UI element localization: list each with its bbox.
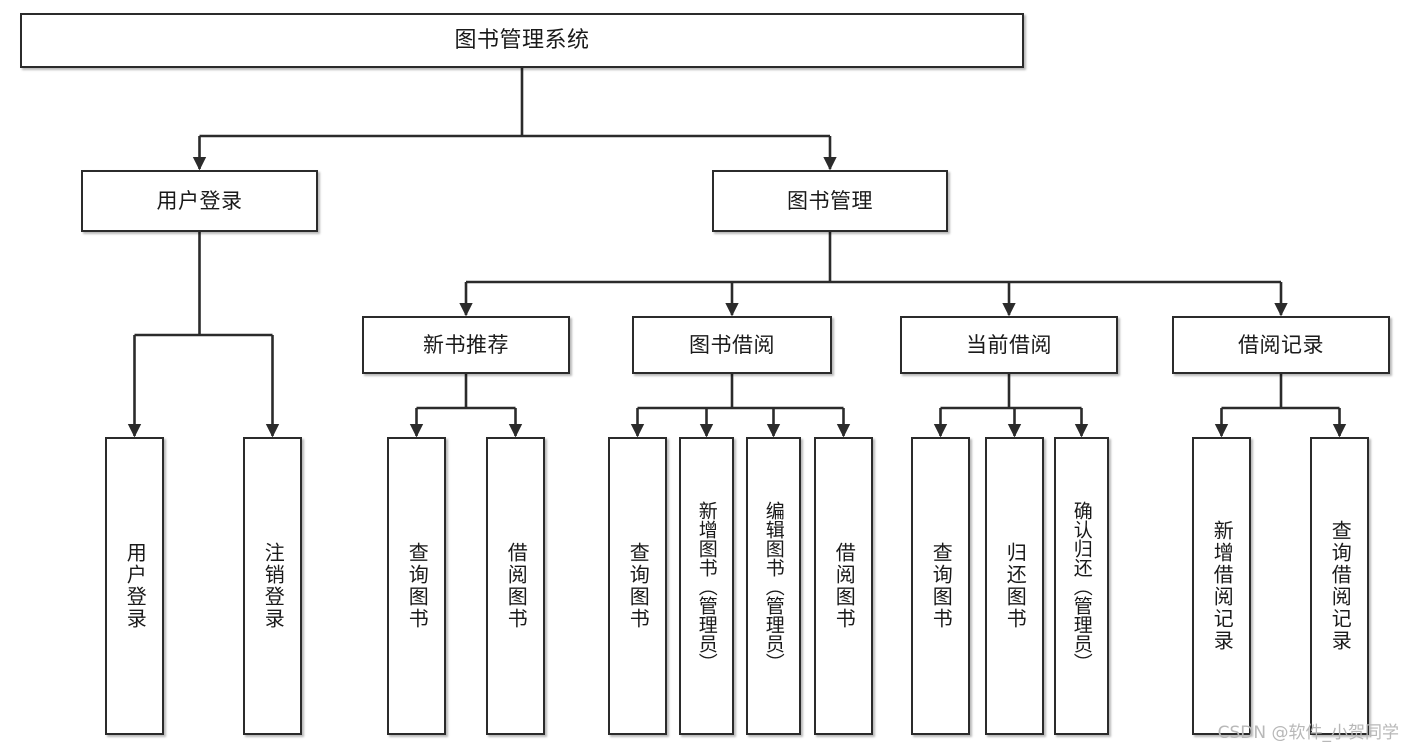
leaf-logout[interactable]: 注销登录 <box>243 437 302 735</box>
leaf-return-book-label: 归还图书 <box>1003 542 1028 630</box>
leaf-add-book[interactable]: 新增图书（管理员） <box>679 437 734 735</box>
leaf-query-borrow-record-label: 查询借阅记录 <box>1328 520 1353 652</box>
watermark: CSDN @软件_小贺同学 <box>1217 723 1399 743</box>
node-root-label: 图书管理系统 <box>454 27 590 53</box>
leaf-edit-book[interactable]: 编辑图书（管理员） <box>746 437 801 735</box>
leaf-query-book-2[interactable]: 查询图书 <box>608 437 667 735</box>
node-root[interactable]: 图书管理系统 <box>20 13 1024 68</box>
leaf-borrow-book-2[interactable]: 借阅图书 <box>814 437 873 735</box>
node-book-management[interactable]: 图书管理 <box>712 170 948 232</box>
node-book-borrow[interactable]: 图书借阅 <box>632 316 832 374</box>
node-new-book-recommend[interactable]: 新书推荐 <box>362 316 570 374</box>
leaf-query-borrow-record[interactable]: 查询借阅记录 <box>1310 437 1369 735</box>
node-current-borrow[interactable]: 当前借阅 <box>900 316 1118 374</box>
node-current-borrow-label: 当前借阅 <box>966 332 1052 357</box>
node-book-borrow-label: 图书借阅 <box>689 332 775 357</box>
leaf-logout-label: 注销登录 <box>261 542 286 630</box>
node-user-login[interactable]: 用户登录 <box>81 170 318 232</box>
leaf-query-book-1-label: 查询图书 <box>405 542 430 630</box>
leaf-query-book-3[interactable]: 查询图书 <box>911 437 970 735</box>
node-borrow-record-label: 借阅记录 <box>1238 332 1324 357</box>
leaf-user-login-label: 用户登录 <box>123 542 148 630</box>
node-new-book-recommend-label: 新书推荐 <box>423 332 509 357</box>
leaf-query-book-1[interactable]: 查询图书 <box>387 437 446 735</box>
leaf-query-book-3-label: 查询图书 <box>929 542 954 630</box>
leaf-edit-book-label: 编辑图书（管理员） <box>762 500 785 672</box>
leaf-user-login[interactable]: 用户登录 <box>105 437 164 735</box>
leaf-borrow-book-1-label: 借阅图书 <box>504 542 529 630</box>
leaf-add-book-label: 新增图书（管理员） <box>695 500 718 672</box>
leaf-query-book-2-label: 查询图书 <box>626 542 651 630</box>
node-book-management-label: 图书管理 <box>787 188 873 213</box>
node-borrow-record[interactable]: 借阅记录 <box>1172 316 1390 374</box>
leaf-add-borrow-record[interactable]: 新增借阅记录 <box>1192 437 1251 735</box>
leaf-return-book[interactable]: 归还图书 <box>985 437 1044 735</box>
leaf-add-borrow-record-label: 新增借阅记录 <box>1210 520 1235 652</box>
node-user-login-label: 用户登录 <box>156 188 243 213</box>
leaf-confirm-return[interactable]: 确认归还（管理员） <box>1054 437 1109 735</box>
leaf-borrow-book-1[interactable]: 借阅图书 <box>486 437 545 735</box>
leaf-confirm-return-label: 确认归还（管理员） <box>1070 500 1093 672</box>
leaf-borrow-book-2-label: 借阅图书 <box>832 542 857 630</box>
